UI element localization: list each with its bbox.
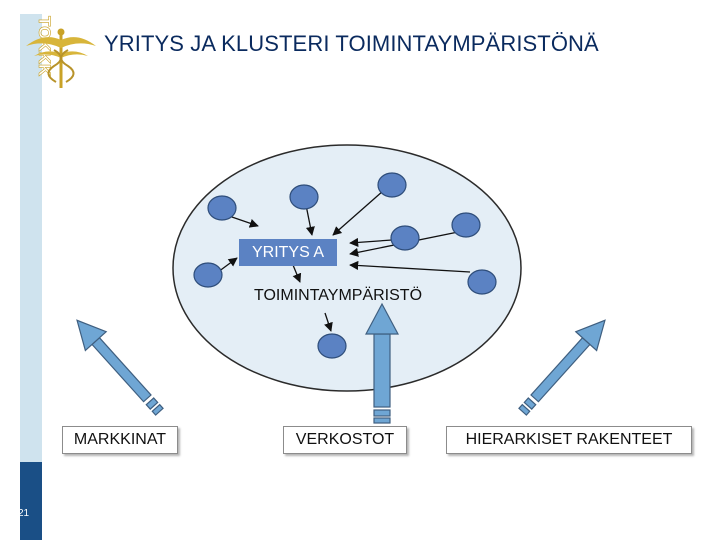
arrow-node-2 — [305, 204, 315, 236]
actor-node — [289, 184, 319, 210]
page-number: 21 — [18, 508, 30, 519]
actor-node — [193, 262, 223, 288]
company-node: YRITYS A — [239, 239, 337, 266]
sidebar-stripe — [20, 90, 42, 462]
markets-arrow — [76, 319, 164, 416]
actor-node — [207, 195, 237, 221]
actor-node — [377, 172, 407, 198]
influence-arrows — [217, 190, 471, 332]
sidebar-footer — [20, 462, 42, 540]
environment-label: TOIMINTAYMPÄRISTÖ — [254, 287, 423, 304]
actor-node — [317, 333, 347, 359]
force-box-networks: VERKOSTOT — [283, 426, 407, 454]
hierarchies-arrow — [518, 319, 606, 416]
networks-arrow — [365, 302, 399, 424]
actor-node — [390, 225, 420, 251]
arrow-node-6 — [349, 260, 471, 273]
caduceus-logo: TOKKK — [20, 14, 96, 90]
force-box-markets: MARKKINAT — [62, 426, 178, 454]
arrow-node-8 — [292, 264, 302, 283]
svg-text:TOKKK: TOKKK — [35, 16, 54, 77]
force-box-hierarchies: HIERARKISET RAKENTEET — [446, 426, 692, 454]
actor-node — [467, 269, 497, 295]
arrow-node-4 — [349, 237, 393, 247]
actor-node — [451, 212, 481, 238]
arrow-node-3 — [332, 190, 384, 236]
page-title: YRITYS JA KLUSTERI TOIMINTAYMPÄRISTÖNÄ — [104, 31, 599, 56]
arrow-node-9 — [324, 312, 333, 332]
environment-ellipse — [172, 144, 522, 392]
arrow-node-1 — [228, 215, 259, 228]
